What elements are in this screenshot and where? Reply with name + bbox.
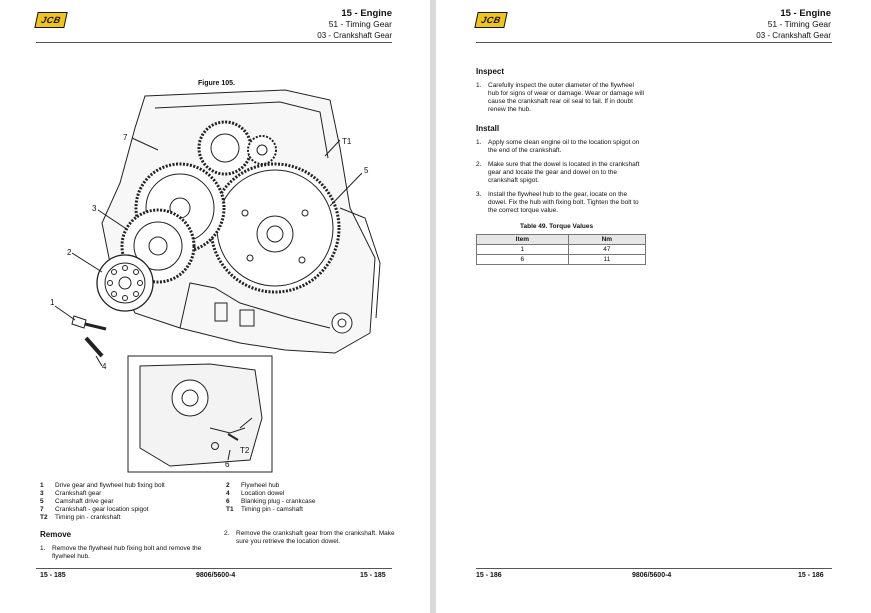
install-step-2: 2.Make sure that the dowel is located in…: [476, 161, 640, 184]
header-section: 03 - Crankshaft Gear: [756, 31, 831, 40]
torque-table: Item Nm 1 47 6 11: [476, 234, 647, 265]
inspect-heading: Inspect: [476, 67, 505, 76]
jcb-logo: JCB: [34, 12, 68, 28]
header-title: 15 - Engine: [780, 8, 831, 19]
footer-doc-number: 9806/5600-4: [632, 572, 672, 579]
remove-step-1: 1.Remove the flywheel hub fixing bolt an…: [40, 545, 202, 560]
table-cell: 47: [567, 244, 647, 255]
header-title: 15 - Engine: [341, 8, 392, 19]
inspect-step-1: 1.Carefully inspect the outer diameter o…: [476, 82, 644, 113]
table-row: 6 11: [476, 254, 647, 265]
table-header-row: Item Nm: [476, 234, 647, 245]
header-rule: [476, 42, 832, 43]
left-page: JCB 15 - Engine 51 - Timing Gear 03 - Cr…: [0, 0, 430, 613]
right-page: JCB 15 - Engine 51 - Timing Gear 03 - Cr…: [436, 0, 871, 613]
footer-page-right: 15 - 185: [360, 572, 386, 579]
torque-table-caption: Table 49. Torque Values: [520, 223, 594, 230]
footer-rule: [476, 568, 832, 569]
callout-6: 6: [225, 460, 230, 469]
callout-5: 5: [364, 166, 369, 175]
install-step-1: 1.Apply some clean engine oil to the loc…: [476, 139, 640, 154]
callout-t2: T2: [240, 446, 250, 455]
header-subtitle: 51 - Timing Gear: [767, 19, 831, 29]
figure-title: Figure 105.: [198, 80, 235, 87]
remove-heading: Remove: [40, 530, 72, 539]
table-cell: 11: [567, 254, 647, 265]
remove-step-2: 2.Remove the crankshaft gear from the cr…: [224, 530, 395, 545]
footer-page-right: 15 - 186: [798, 572, 824, 579]
page-header: 15 - Engine 51 - Timing Gear 03 - Cranks…: [317, 8, 392, 41]
callout-4: 4: [102, 362, 107, 371]
header-section: 03 - Crankshaft Gear: [317, 31, 392, 40]
table-header-nm: Nm: [567, 234, 647, 245]
footer-page-left: 15 - 185: [40, 572, 66, 579]
install-heading: Install: [476, 124, 500, 133]
install-step-3: 3.Install the flywheel hub to the gear, …: [476, 191, 639, 214]
page-gutter: [430, 0, 436, 613]
callout-7: 7: [123, 133, 128, 142]
callout-t1: T1: [342, 137, 352, 146]
callout-1: 1: [50, 298, 55, 307]
callout-3: 3: [92, 204, 97, 213]
page-header: 15 - Engine 51 - Timing Gear 03 - Cranks…: [756, 8, 831, 41]
table-cell: 6: [476, 254, 569, 265]
table-cell: 1: [476, 244, 569, 255]
timing-gear-figure: [54, 89, 381, 473]
table-row: 1 47: [476, 244, 647, 255]
callout-2: 2: [67, 248, 72, 257]
table-header-item: Item: [476, 234, 569, 245]
footer-doc-number: 9806/5600-4: [196, 572, 236, 579]
header-rule: [36, 42, 392, 43]
header-subtitle: 51 - Timing Gear: [328, 19, 392, 29]
footer-rule: [36, 568, 392, 569]
jcb-logo: JCB: [474, 12, 508, 28]
footer-page-left: 15 - 186: [476, 572, 502, 579]
